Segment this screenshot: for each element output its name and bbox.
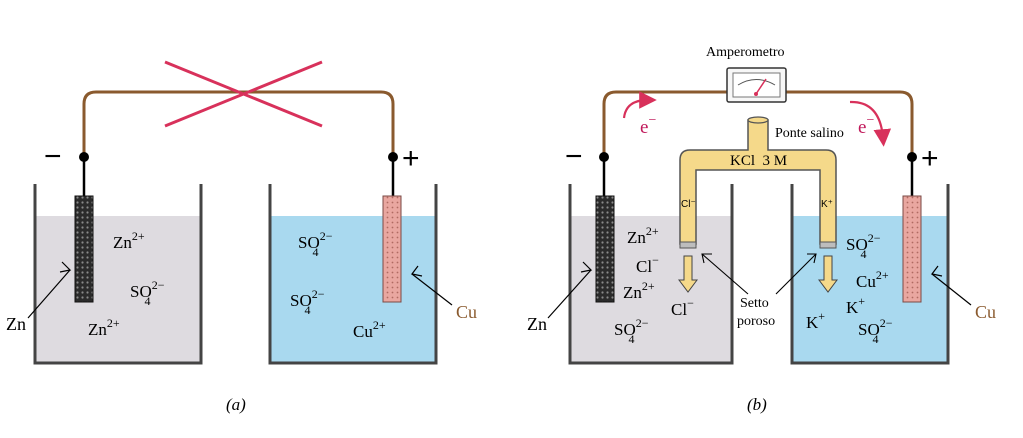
zn-label: Zn bbox=[6, 314, 26, 334]
cu-label-b: Cu bbox=[975, 302, 996, 322]
electron-right: e− bbox=[858, 113, 874, 138]
ion-so4-3: SO2−4 bbox=[290, 287, 325, 317]
zn-beaker bbox=[33, 184, 203, 365]
external-wire-b bbox=[602, 90, 914, 157]
ion-k-b: K+ bbox=[846, 294, 865, 317]
cu-label: Cu bbox=[456, 302, 477, 322]
cu-pointer-b bbox=[931, 273, 972, 306]
porous-pointer-left bbox=[701, 253, 749, 295]
cu-electrode-b bbox=[902, 195, 922, 303]
porous-plug-right bbox=[819, 241, 837, 249]
bridge-cl-label: Cl⁻ bbox=[681, 199, 696, 210]
ion-cu-b: Cu2+ bbox=[856, 268, 889, 291]
ammeter-label: Amperometro bbox=[706, 45, 785, 60]
cu-solution bbox=[271, 216, 435, 362]
electron-left: e− bbox=[640, 113, 656, 138]
external-wire bbox=[82, 90, 395, 157]
ion-cu: Cu2+ bbox=[353, 318, 386, 341]
minus-sign-b: − bbox=[565, 140, 583, 173]
minus-sign: − bbox=[44, 140, 62, 173]
zn-solution bbox=[36, 216, 200, 362]
cu-beaker-b bbox=[790, 184, 950, 365]
ion-so4-b1: SO2−4 bbox=[614, 316, 649, 346]
zn-electrode-b bbox=[595, 195, 615, 303]
ion-cl-b: Cl− bbox=[636, 253, 659, 276]
caption-a: (a) bbox=[226, 395, 246, 414]
plus-sign-b: + bbox=[921, 142, 939, 175]
plus-sign: + bbox=[402, 142, 420, 175]
salt-bridge bbox=[679, 119, 837, 245]
zn-label-b: Zn bbox=[527, 314, 547, 334]
ion-cl-flow: Cl− bbox=[671, 296, 694, 319]
salt-bridge-label: Ponte salino bbox=[775, 126, 844, 141]
bridge-solution-label: KCl 3 M bbox=[730, 153, 787, 169]
porous-pointer-right bbox=[775, 253, 817, 295]
zn-beaker-b bbox=[568, 184, 734, 365]
zn-pointer-b bbox=[547, 269, 592, 319]
caption-b: (b) bbox=[747, 395, 767, 414]
ion-k-flow: K+ bbox=[806, 309, 825, 332]
open-circuit-cross-icon bbox=[164, 60, 323, 128]
zn-electrode bbox=[74, 195, 94, 303]
ion-zn-1: Zn2+ bbox=[113, 229, 145, 252]
electron-flow-left-arrow bbox=[622, 91, 657, 119]
cl-flow-arrow bbox=[678, 255, 698, 293]
cu-beaker bbox=[268, 184, 438, 365]
porous-label-1: Setto bbox=[740, 296, 769, 311]
ion-so4-b2: SO2−4 bbox=[846, 231, 881, 261]
panel-b: Amperometro e− e− − + Ponte salino KCl 3… bbox=[527, 45, 996, 414]
ammeter bbox=[726, 67, 787, 103]
ion-zn-b1: Zn2+ bbox=[627, 224, 659, 247]
ion-zn-2: Zn2+ bbox=[88, 316, 120, 339]
panel-a: − + Zn Cu Zn2+ SO2−4 Zn2+ SO2−4 SO2−4 Cu… bbox=[6, 60, 477, 414]
porous-plug-left bbox=[679, 241, 697, 249]
electron-flow-right-arrow bbox=[849, 100, 892, 147]
ion-so4-b3: SO2−4 bbox=[858, 316, 893, 346]
ion-so4-1: SO2−4 bbox=[130, 278, 165, 308]
ion-zn-b2: Zn2+ bbox=[623, 279, 655, 302]
porous-label-2: poroso bbox=[737, 314, 775, 329]
cu-electrode bbox=[382, 195, 402, 303]
ion-so4-2: SO2−4 bbox=[298, 229, 333, 259]
zn-pointer bbox=[27, 269, 71, 319]
cu-pointer bbox=[411, 273, 453, 306]
bridge-k-label: K⁺ bbox=[821, 199, 833, 210]
k-flow-arrow bbox=[818, 255, 838, 293]
